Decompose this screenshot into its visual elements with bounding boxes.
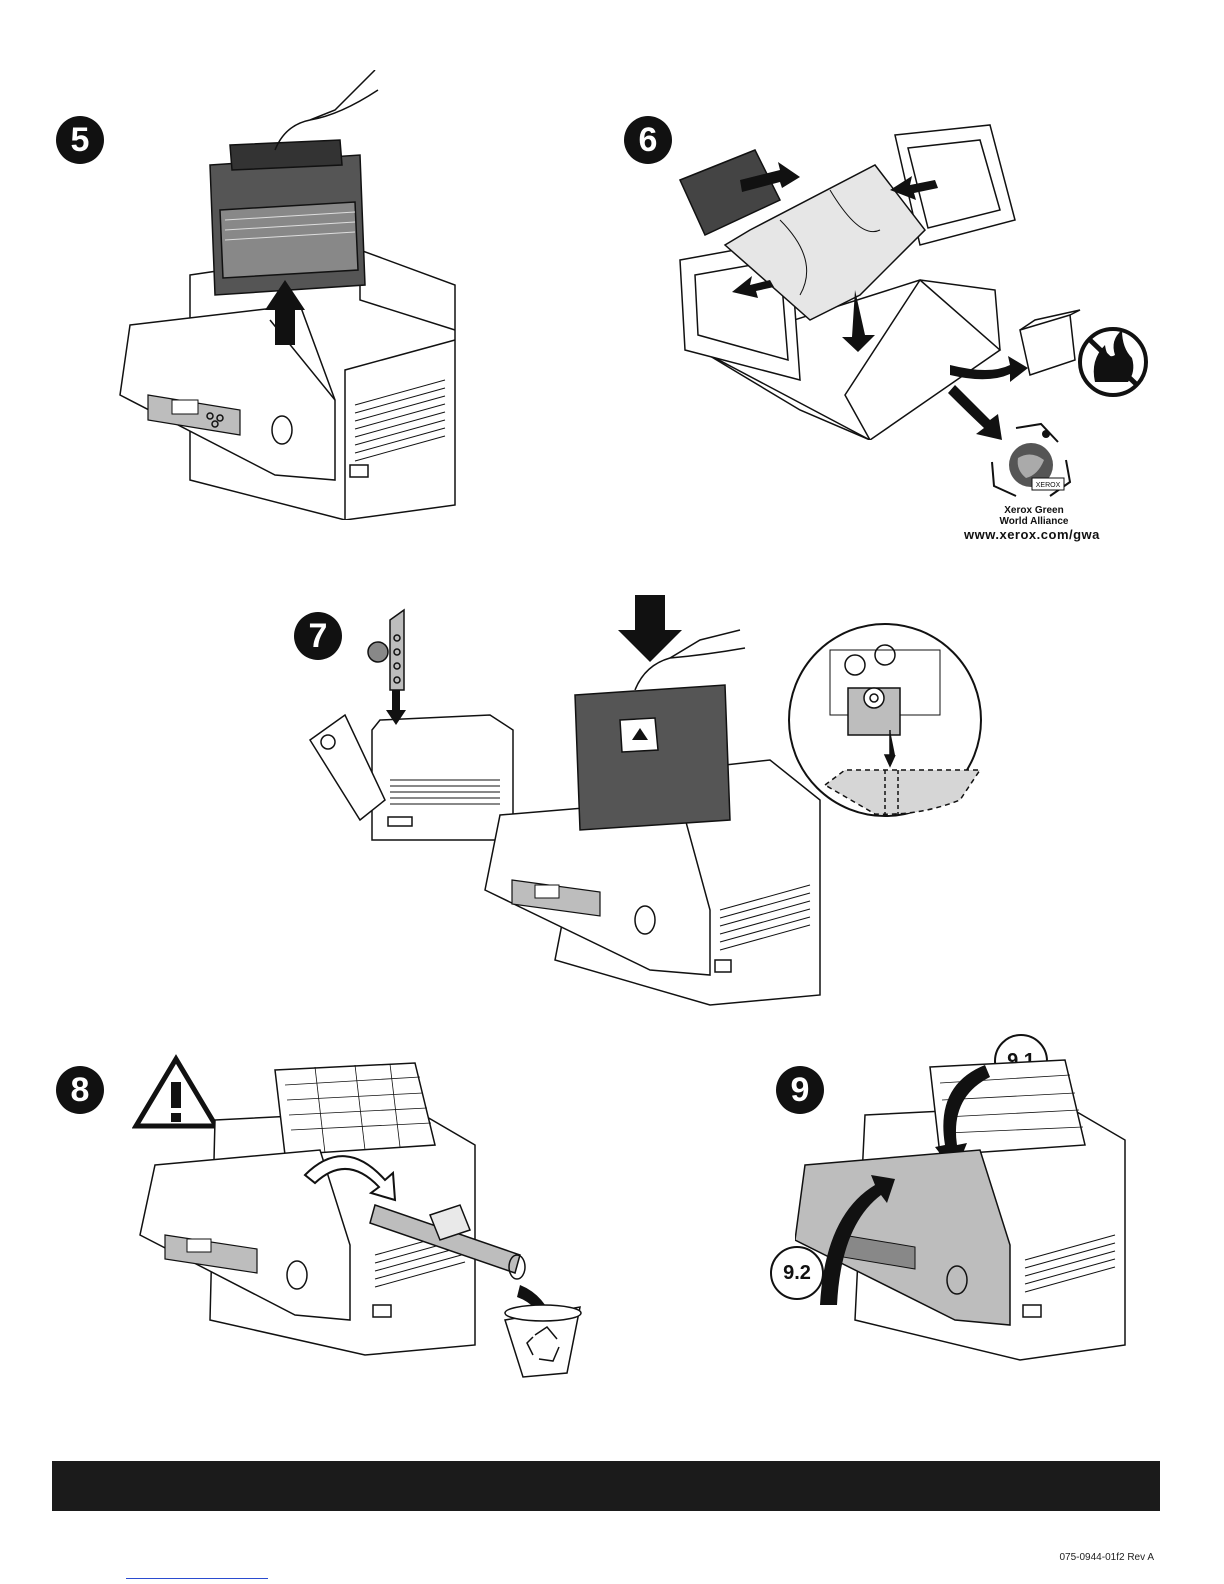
gwa-line-2: World Alliance [986,516,1082,527]
footer-link-underline[interactable] [126,1578,268,1579]
step-9-illustration [795,1055,1135,1365]
step-8-badge: 8 [56,1066,104,1114]
part-number: 075-0944-01f2 Rev A [1059,1552,1154,1563]
step-5-badge: 5 [56,116,104,164]
footer-bar [52,1461,1160,1511]
step-7-illustration [300,590,990,1010]
gwa-url: www.xerox.com/gwa [964,527,1100,542]
gwa-name: Xerox Green World Alliance [986,505,1082,527]
gwa-line-1: Xerox Green [986,505,1082,516]
recycle-icon: XEROX [986,420,1076,502]
step-6-illustration [670,120,1160,440]
no-fire-icon [1080,329,1146,395]
step-5-illustration [110,70,480,520]
step-8-illustration [135,1055,595,1385]
gwa-logo-text: XEROX [1036,482,1061,489]
step-6-badge: 6 [624,116,672,164]
